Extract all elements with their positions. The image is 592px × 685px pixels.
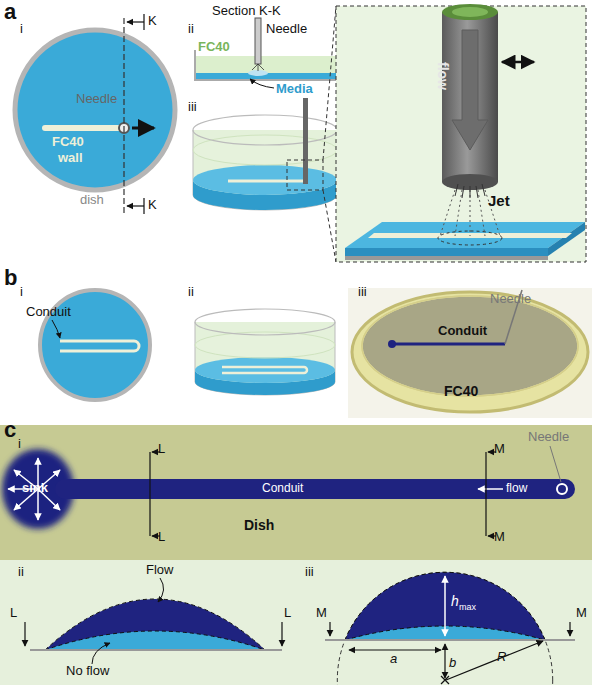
sub-panel-label: ii [188, 285, 194, 299]
annotation: Media [276, 82, 313, 96]
annotation: Conduit [262, 482, 303, 495]
annotation: flow [506, 482, 527, 495]
dimension-subscript: max [459, 603, 476, 613]
sub-panel-label: ii [188, 22, 194, 36]
flow-label: flow [435, 62, 450, 90]
section-marker: K [148, 14, 157, 28]
annotation: Jet [488, 193, 510, 210]
section-marker: K [148, 198, 157, 212]
sub-panel-label: i [18, 437, 21, 451]
annotation: Conduit [26, 305, 71, 319]
panel-letter: a [4, 0, 16, 24]
dimension-symbol: a [390, 652, 397, 666]
sub-panel-label: ii [18, 565, 24, 579]
dimension-symbol: b [449, 656, 456, 670]
annotation: Needle [528, 430, 569, 444]
section-marker: M [494, 442, 505, 456]
section-marker: L [158, 442, 165, 456]
section-marker: M [494, 530, 505, 544]
sub-panel-label: iii [305, 565, 314, 579]
annotation: FC40 [198, 40, 230, 54]
annotation: dish [80, 193, 104, 207]
annotation: Conduit [438, 324, 487, 338]
annotation: Flow [146, 563, 173, 577]
section-marker: L [10, 606, 17, 620]
annotation: No flow [66, 664, 109, 678]
sub-panel-label: iii [188, 100, 197, 114]
panel-letter: b [4, 266, 17, 290]
annotation: FC40 [52, 135, 84, 149]
section-marker: M [576, 606, 587, 620]
annotation: sink [22, 481, 48, 495]
dimension-symbol: R [497, 650, 506, 664]
sub-panel-label: i [20, 285, 23, 299]
annotation: wall [58, 151, 83, 165]
section-marker: M [316, 606, 327, 620]
section-marker: L [158, 530, 165, 544]
sub-panel-label: iii [358, 285, 367, 299]
annotation: FC40 [444, 384, 478, 399]
annotation: Needle [266, 22, 307, 36]
annotation: Needle [76, 92, 117, 106]
section-title: Section K-K [212, 4, 281, 18]
annotation: Dish [244, 518, 274, 533]
sub-panel-label: i [20, 22, 23, 36]
panel-letter: c [4, 418, 16, 442]
annotation: Needle [490, 292, 531, 306]
dimension-symbol: h [451, 594, 459, 609]
section-marker: L [284, 606, 291, 620]
